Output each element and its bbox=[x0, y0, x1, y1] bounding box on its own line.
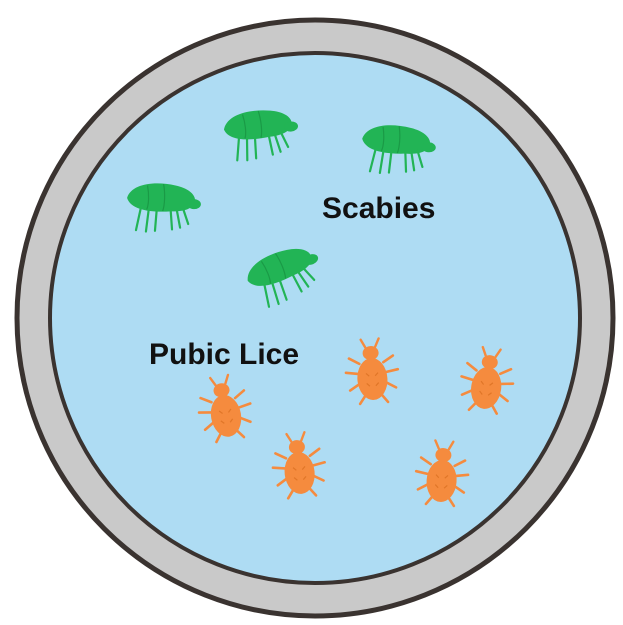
pubic-lice-label: Pubic Lice bbox=[149, 340, 299, 370]
petri-dish-medium bbox=[50, 53, 580, 583]
scabies-label: Scabies bbox=[322, 194, 435, 224]
